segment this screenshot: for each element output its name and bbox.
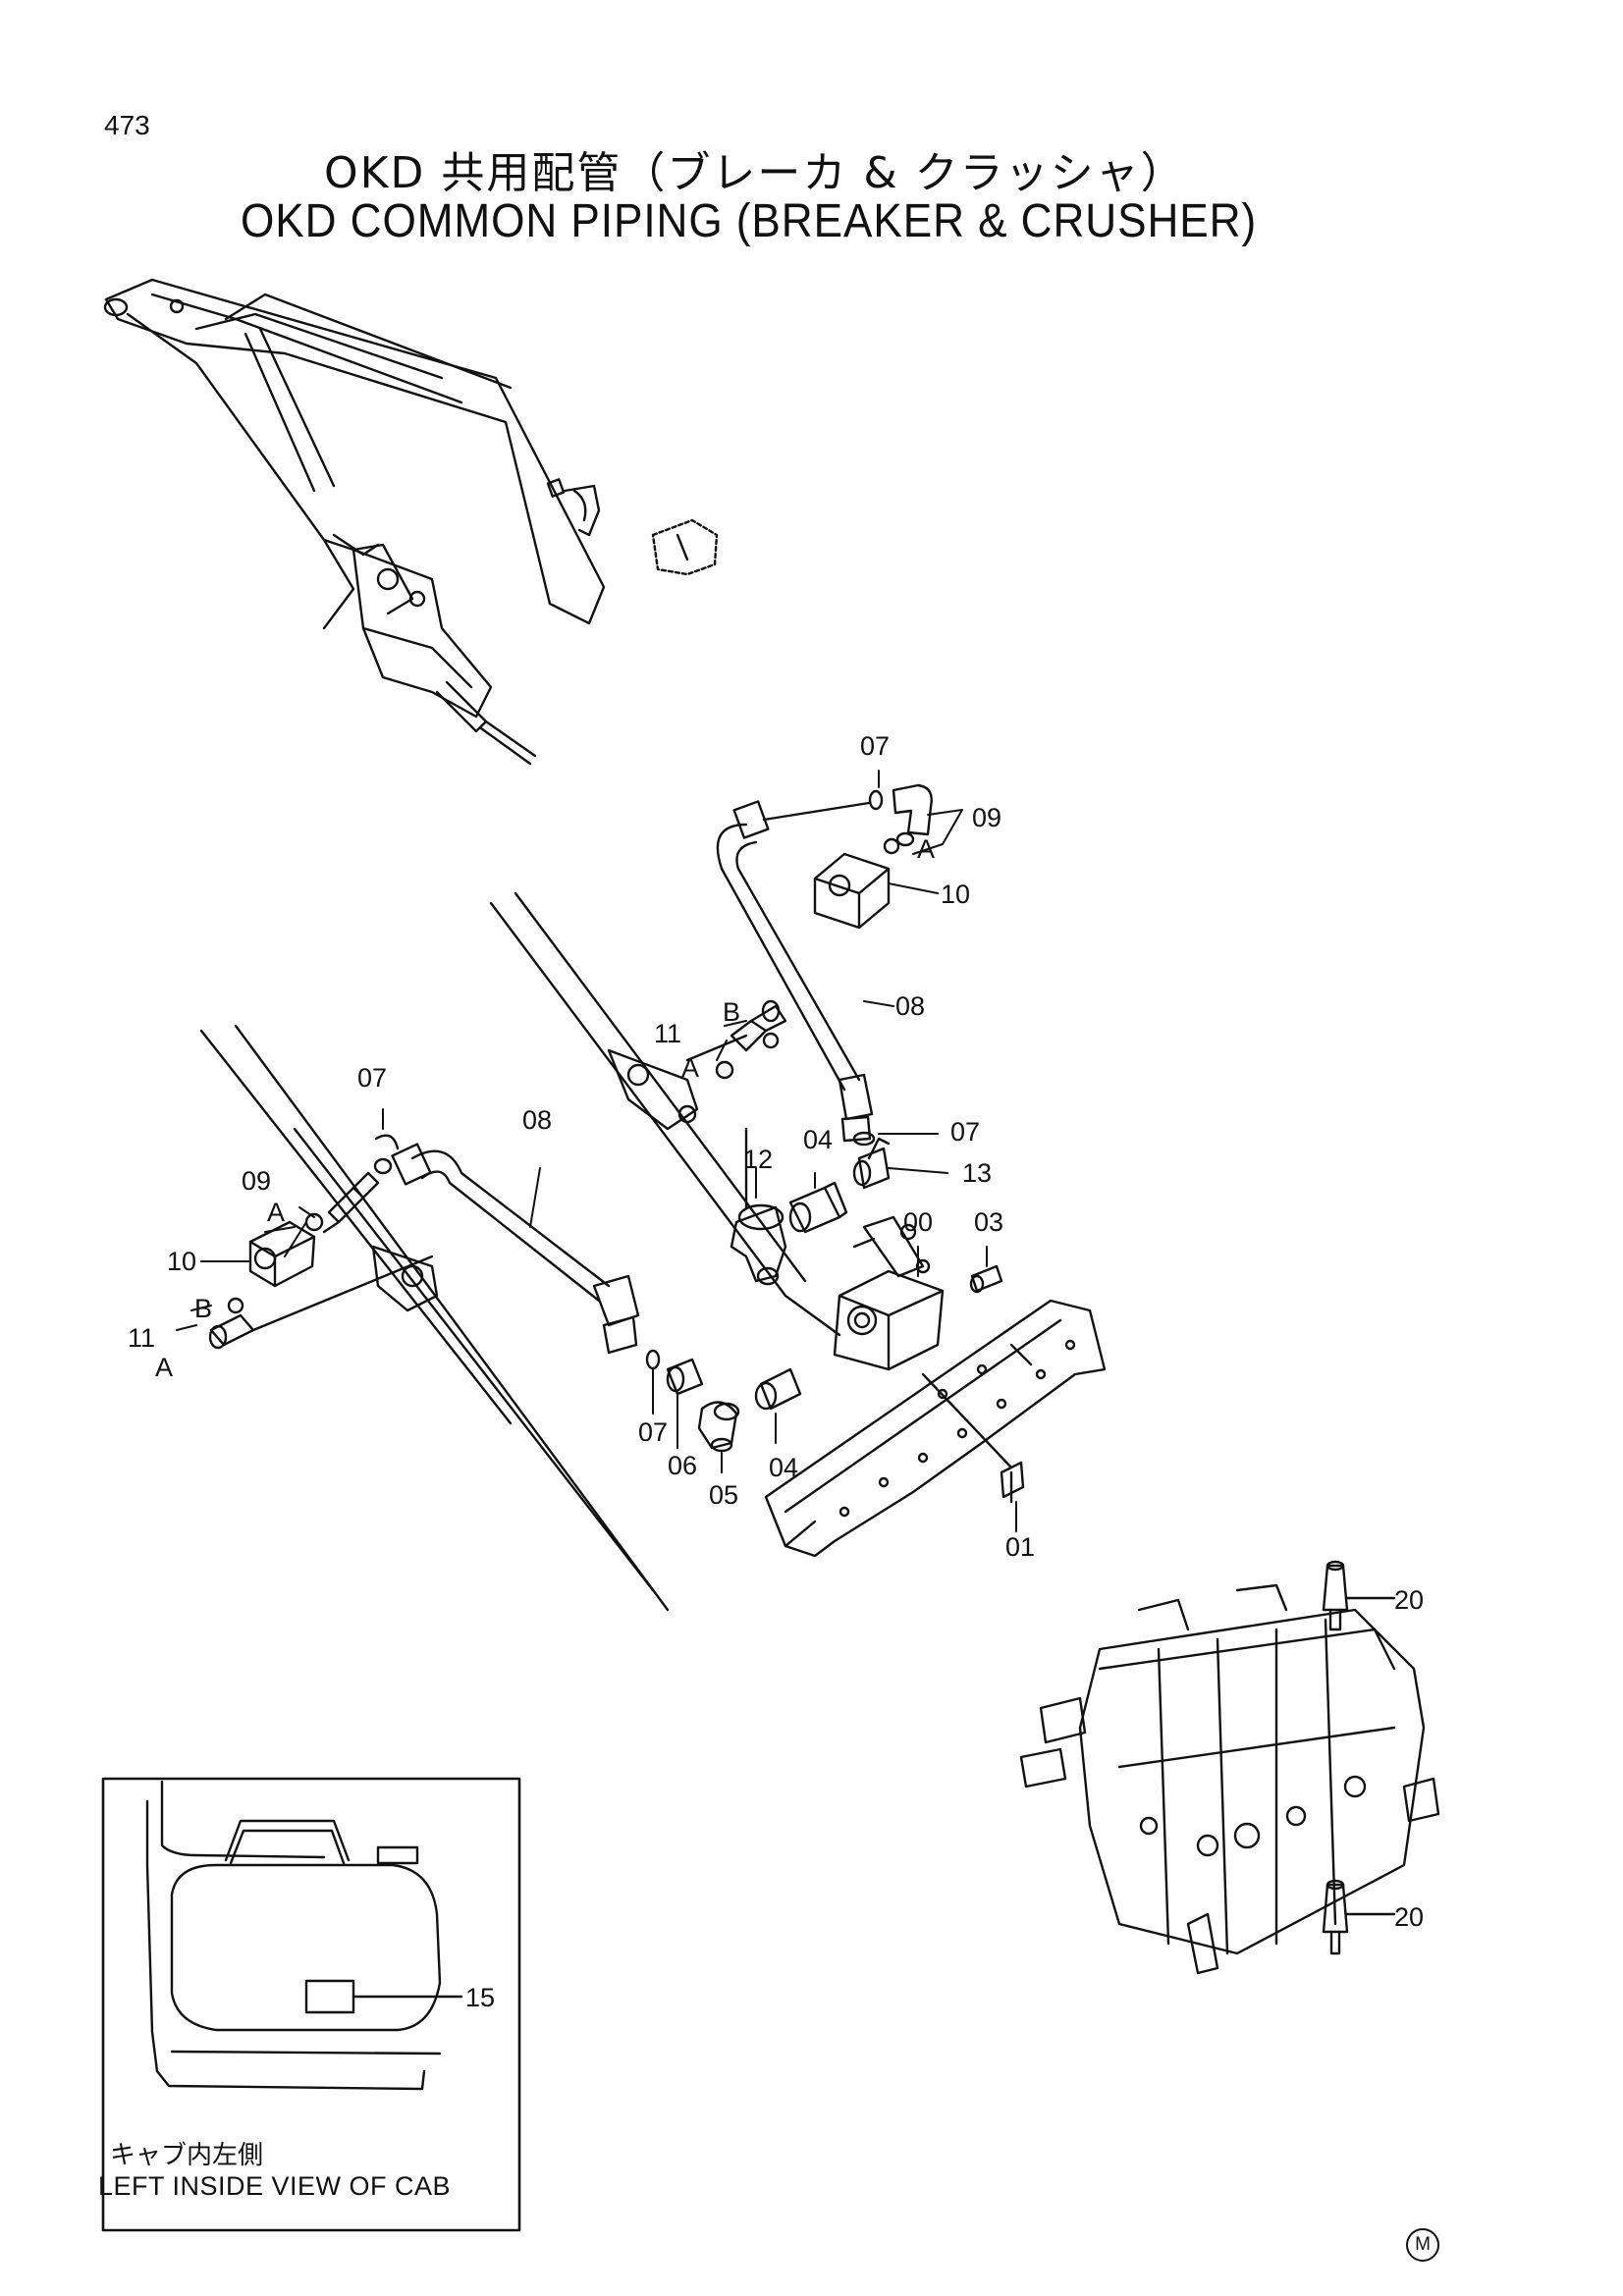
plug-03 — [969, 1264, 1003, 1294]
page-number: 473 — [104, 110, 150, 140]
callout-A-left-2: A — [155, 1353, 174, 1382]
callout-20-bottom: 20 — [1394, 1902, 1425, 1932]
callout-08-left: 08 — [522, 1105, 553, 1135]
adapter-04-upper — [788, 1181, 848, 1234]
callout-06: 06 — [668, 1451, 698, 1480]
callout-07-right: 07 — [950, 1117, 981, 1147]
fitting-11-mid — [685, 999, 787, 1080]
callout-04-upper: 04 — [803, 1125, 834, 1154]
callout-10-top: 10 — [941, 880, 971, 909]
relief-valve-20-bottom — [1322, 1879, 1396, 1955]
callout-12: 12 — [743, 1145, 774, 1174]
adapter-04-lower — [754, 1367, 802, 1411]
callout-11-mid: 11 — [654, 1019, 682, 1048]
callout-07-bottom: 07 — [638, 1417, 669, 1447]
callout-09-top: 09 — [972, 803, 1002, 832]
callout-01: 01 — [1005, 1532, 1036, 1562]
bolt-01 — [921, 1372, 1025, 1504]
title-japanese: OKD 共用配管（ブレーカ & クラッシャ） — [324, 148, 1186, 198]
callout-B-left: B — [194, 1294, 213, 1323]
boom-arm-illustration — [103, 278, 719, 766]
callout-B-mid: B — [723, 997, 741, 1027]
mounting-bracket — [764, 1299, 1107, 1558]
hose-08-upper — [716, 783, 933, 1143]
connector-06 — [666, 1358, 704, 1396]
title-english: OKD COMMON PIPING (BREAKER & CRUSHER) — [241, 195, 1258, 247]
callout-10-left: 10 — [167, 1247, 197, 1276]
inset-caption-english: LEFT INSIDE VIEW OF CAB — [98, 2171, 452, 2201]
callout-08-right: 08 — [895, 991, 926, 1021]
leader-lines — [176, 770, 1017, 1532]
callout-03: 03 — [974, 1207, 1004, 1237]
inset-caption-japanese: キャブ内左側 — [110, 2141, 264, 2170]
control-valve-assembly — [1019, 1583, 1440, 1975]
fitting-11-left — [208, 1255, 434, 1350]
block-10-upper — [813, 837, 900, 930]
callout-20-top: 20 — [1394, 1585, 1425, 1615]
o-ring-07-bottom — [645, 1349, 661, 1370]
callout-09-left: 09 — [242, 1166, 272, 1196]
circled-m-mark: M — [1406, 2228, 1439, 2262]
callout-15: 15 — [465, 1983, 496, 2012]
block-10-left — [248, 1220, 316, 1288]
callout-A-left: A — [267, 1198, 286, 1227]
callout-11-left: 11 — [128, 1323, 156, 1353]
elbow-12 — [730, 1127, 787, 1286]
hose-08-lower — [373, 1134, 640, 1355]
callout-05: 05 — [709, 1480, 739, 1510]
callout-00: 00 — [903, 1207, 934, 1237]
callout-A-top: A — [917, 834, 936, 864]
callout-07-top: 07 — [860, 731, 891, 761]
relief-valve-20-top — [1322, 1560, 1396, 1631]
callout-13: 13 — [962, 1158, 993, 1188]
valve-block-00 — [784, 1215, 945, 1371]
cab-inset — [101, 1777, 521, 2232]
callout-07-left: 07 — [357, 1063, 388, 1093]
callout-A-mid: A — [681, 1053, 700, 1083]
elbow-05 — [697, 1401, 740, 1453]
elbow-13 — [852, 1131, 891, 1190]
callout-04-lower: 04 — [769, 1453, 799, 1482]
